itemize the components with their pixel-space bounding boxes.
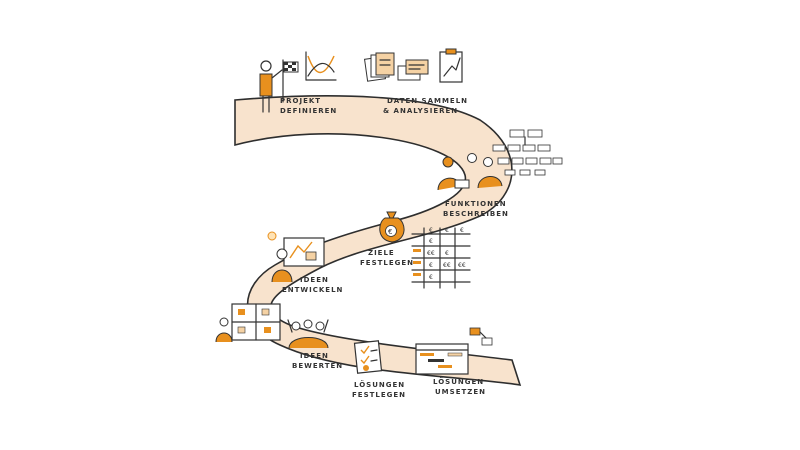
- step-label-projekt-1: PROJEKT: [280, 97, 321, 105]
- projekt-definieren-icon: [259, 51, 337, 113]
- matrix-cell: €: [429, 238, 433, 245]
- step-label-funktionen-2: BESCHREIBEN: [443, 210, 509, 218]
- step-label-projekt-2: DEFINIEREN: [280, 107, 337, 115]
- matrix-header-2: €: [445, 227, 449, 234]
- daten-sammeln-icon: [363, 48, 463, 83]
- step-label-ideen-bewerten-2: BEWERTEN: [292, 362, 343, 370]
- matrix-cell: €: [429, 274, 433, 281]
- step-label-daten-1: DATEN SAMMELN: [387, 97, 468, 105]
- matrix-cell: €: [445, 250, 449, 257]
- whiteboard-icon: [267, 231, 325, 283]
- matrix-cell: €: [429, 262, 433, 269]
- matrix-cell: €€: [427, 250, 435, 257]
- cost-matrix: € € € € €€ € € €€ €€ €: [411, 227, 471, 289]
- step-label-loesungen-festlegen-1: LÖSUNGEN: [354, 380, 405, 389]
- matrix-cell: €€: [443, 262, 451, 269]
- gantt-chart-icon: [415, 327, 493, 375]
- step-label-funktionen-1: FUNKTIONEN: [445, 200, 507, 208]
- s-shaped-road: [234, 95, 522, 386]
- step-label-daten-2: & ANALYSIEREN: [383, 107, 458, 115]
- money-bag-symbol: €: [388, 228, 392, 236]
- money-bag-icon: €: [379, 211, 405, 243]
- step-label-ziele-2: FESTLEGEN: [360, 259, 414, 267]
- step-label-loesungen-festlegen-2: FESTLEGEN: [352, 391, 406, 399]
- matrix-header-3: €: [460, 227, 464, 234]
- step-label-loesungen-umsetzen-1: LÖSUNGEN: [433, 377, 484, 386]
- step-label-ideen-bewerten-1: IDEEN: [300, 352, 329, 360]
- step-label-ziele-1: ZIELE: [368, 249, 395, 257]
- step-label-loesungen-umsetzen-2: UMSETZEN: [435, 388, 486, 396]
- matrix-cell: €€: [458, 262, 466, 269]
- step-label-ideen-entwickeln-1: IDEEN: [300, 276, 329, 284]
- step-label-ideen-entwickeln-2: ENTWICKELN: [282, 286, 343, 294]
- funktionen-icon: [437, 129, 563, 191]
- group-and-board-icon: [215, 303, 329, 349]
- checklist-icon: [353, 340, 383, 374]
- matrix-header-1: €: [429, 227, 433, 234]
